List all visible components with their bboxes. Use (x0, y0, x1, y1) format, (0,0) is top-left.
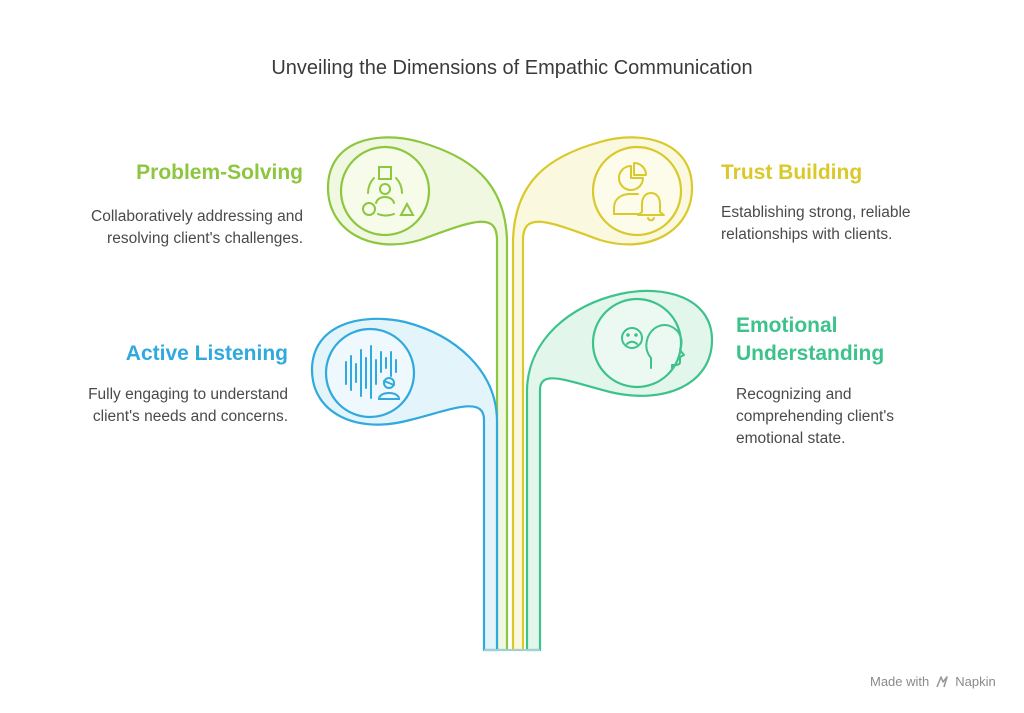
emotional-understanding-description: Recognizing and comprehending client's e… (736, 386, 895, 447)
active-listening-leaf (310, 317, 499, 652)
emotional-understanding-heading: Emotional Understanding (736, 314, 885, 365)
napkin-logo-icon (936, 675, 949, 687)
sad-face-head-icon (621, 324, 685, 369)
problem-solving-description: Collaboratively addressing and resolving… (91, 208, 303, 247)
made-with-label: Made with (870, 674, 930, 689)
active-listening-heading: Active Listening (125, 342, 288, 365)
trust-building-description: Establishing strong, reliable relationsh… (721, 204, 911, 243)
problem-solving-heading: Problem-Solving (136, 161, 303, 184)
person-chart-bell-icon (613, 162, 665, 222)
page-title: Unveiling the Dimensions of Empathic Com… (271, 57, 753, 79)
emotional-understanding-leaf (525, 289, 714, 652)
watermark: Made with Napkin (870, 674, 996, 689)
problem-solving-leaf (326, 136, 509, 652)
trust-building-heading: Trust Building (721, 161, 863, 184)
brand-label: Napkin (955, 674, 996, 689)
shapes-person-icon (362, 166, 415, 217)
active-listening-description: Fully engaging to understand client's ne… (88, 386, 288, 425)
soundwave-person-icon (345, 345, 401, 400)
